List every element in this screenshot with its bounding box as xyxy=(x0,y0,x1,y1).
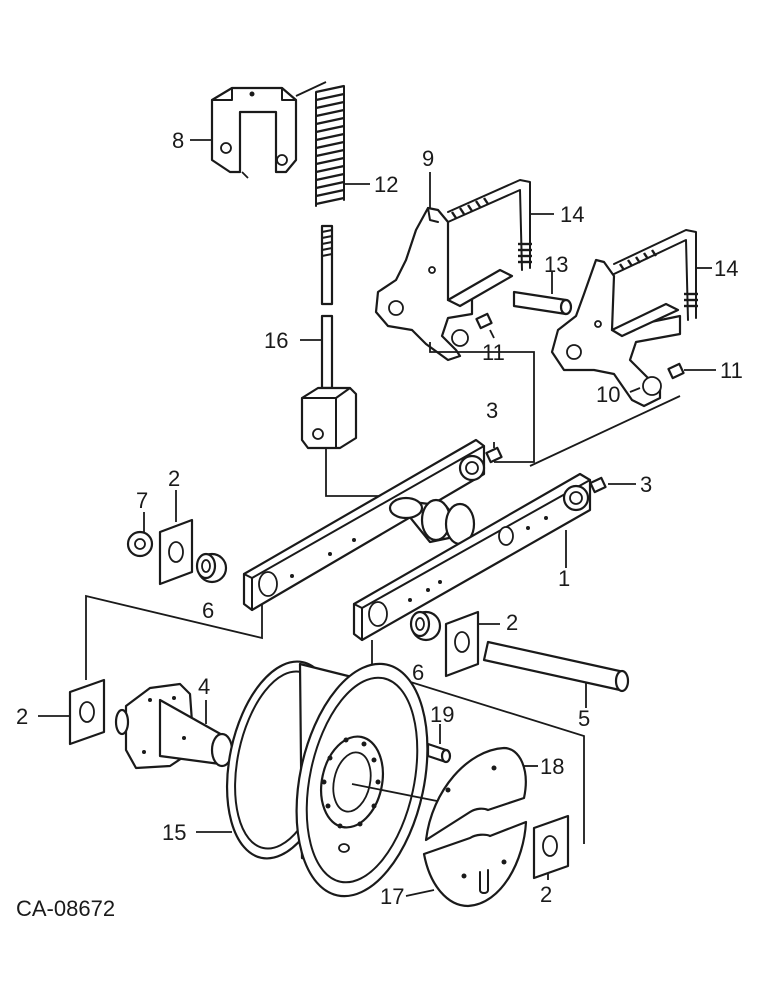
part-15-wheel-rim xyxy=(225,660,429,898)
label-18: 18 xyxy=(540,754,564,779)
label-4: 4 xyxy=(198,674,210,699)
part-2-plate-left xyxy=(158,518,194,586)
label-11b: 11 xyxy=(720,358,743,383)
label-1: 1 xyxy=(558,566,570,591)
part-4-hub xyxy=(114,682,234,770)
part-11-set-screw-left xyxy=(475,312,493,330)
label-15: 15 xyxy=(162,820,186,845)
label-3a: 3 xyxy=(486,398,498,423)
part-12-coil-spring xyxy=(315,84,345,207)
label-3b: 3 xyxy=(640,472,652,497)
guide-right-arm xyxy=(371,640,585,844)
part-13-pin xyxy=(512,290,573,316)
label-10: 10 xyxy=(596,382,620,407)
label-2d: 2 xyxy=(540,882,552,907)
part-8-u-bracket xyxy=(210,86,298,179)
label-19: 19 xyxy=(430,702,454,727)
part-6-bearing-right xyxy=(409,610,442,642)
part-1-right-arm xyxy=(352,472,592,642)
threaded-rod xyxy=(320,224,334,306)
label-14a: 14 xyxy=(560,202,584,227)
part-17-disc-lower xyxy=(422,820,528,908)
part-3-bushing-upper xyxy=(458,446,503,482)
bracket-guide xyxy=(295,81,327,97)
leader-17 xyxy=(405,889,435,897)
leader-10 xyxy=(629,387,641,393)
part-7-nut xyxy=(126,530,154,558)
label-16: 16 xyxy=(264,328,288,353)
label-2a: 2 xyxy=(168,466,180,491)
label-2b: 2 xyxy=(506,610,518,635)
guide-right-bracket xyxy=(529,395,681,467)
label-6b: 6 xyxy=(412,660,424,685)
leader-11a xyxy=(489,329,495,339)
label-7: 7 xyxy=(136,488,148,513)
label-5: 5 xyxy=(578,706,590,731)
part-3-bushing-lower xyxy=(562,476,607,512)
part-5-axle-shaft xyxy=(482,640,630,693)
label-13: 13 xyxy=(544,252,568,277)
label-12: 12 xyxy=(374,172,398,197)
part-9-pivot-bracket xyxy=(374,206,474,362)
part-11-set-screw-right xyxy=(667,362,685,380)
label-17: 17 xyxy=(380,884,404,909)
left-arm xyxy=(242,438,486,612)
label-9: 9 xyxy=(422,146,434,171)
figure-reference-code: CA-08672 xyxy=(16,896,115,921)
part-16-clevis-rod xyxy=(300,314,358,450)
label-6a: 6 xyxy=(202,598,214,623)
label-8: 8 xyxy=(172,128,184,153)
part-6-bearing-left xyxy=(195,552,228,584)
label-14b: 14 xyxy=(714,256,738,281)
part-14-u-bolt-right xyxy=(610,229,698,338)
part-2-plate-lower-right xyxy=(532,814,570,880)
part-14-u-bolt-left xyxy=(446,179,532,308)
label-2c: 2 xyxy=(16,704,28,729)
axle-tube xyxy=(388,496,476,546)
part-19-pin xyxy=(426,742,452,764)
guide-left-bracket xyxy=(429,342,535,463)
part-18-disc-upper xyxy=(424,746,527,842)
part-2-plate-middle xyxy=(444,610,480,678)
part-2-plate-far-left xyxy=(68,678,106,746)
guide-left-arm xyxy=(85,594,263,680)
